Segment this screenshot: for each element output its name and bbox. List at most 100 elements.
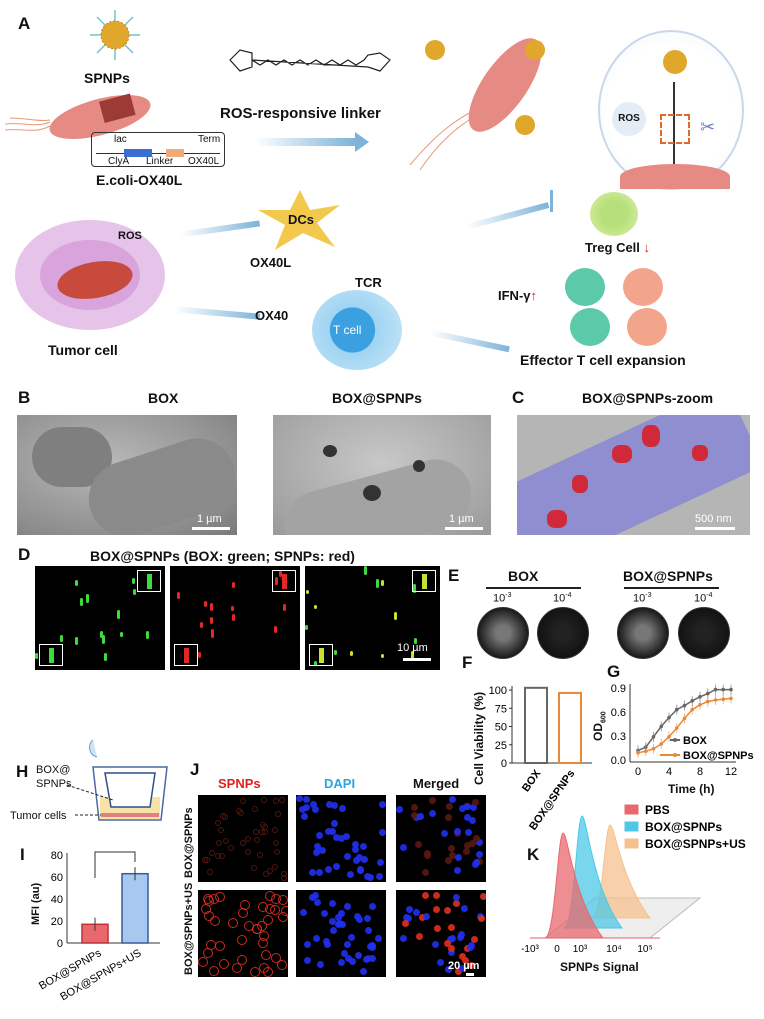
cell-signal: [443, 939, 451, 947]
cell-signal: [379, 801, 386, 809]
cell-signal: [471, 860, 479, 868]
cell-signal: [341, 950, 349, 958]
bacterium-spot: [117, 610, 121, 620]
dilution-label: 10-3: [633, 592, 651, 605]
tcr-label: TCR: [355, 275, 382, 290]
i-ytick-label: 0: [57, 938, 63, 950]
inset-box: [272, 570, 296, 592]
g-xtick-label: 12: [725, 766, 737, 778]
inset-box: [412, 570, 436, 592]
k-xtick-label: 0: [554, 944, 560, 955]
ros-bubble: ROS: [612, 102, 646, 136]
cell-signal: [346, 870, 354, 878]
cell-signal: [339, 920, 347, 928]
g-point: [690, 707, 695, 712]
cell-signal: [275, 810, 282, 817]
j-scale-bar-label: 20 µm: [448, 960, 480, 972]
cell-signal: [312, 805, 320, 813]
bacterium-spot: [413, 583, 416, 593]
gene-construct-box: lac Term ClyA Linker OX40L: [91, 132, 225, 167]
cell-signal: [432, 905, 440, 913]
cell-signal: [357, 865, 365, 873]
cell-signal: [421, 892, 429, 900]
bacterium-spot: [86, 594, 90, 603]
scale-bar-label: 10 µm: [397, 642, 428, 654]
cell-signal: [329, 926, 337, 934]
cell-signal: [217, 827, 224, 834]
panel-label-d: D: [18, 545, 31, 564]
cell-signal: [337, 909, 345, 917]
f-ytick-label: 0: [501, 758, 507, 770]
cell-signal: [366, 874, 374, 882]
bacterium-spot: [380, 579, 384, 586]
g-point: [729, 687, 733, 692]
k-xlabel: SPNPs Signal: [560, 960, 639, 974]
cell-signal: [448, 935, 456, 943]
cell-signal: [472, 799, 480, 807]
dilution-label: 10-4: [694, 592, 712, 605]
g-point: [682, 716, 687, 721]
panel-label-a: A: [18, 14, 31, 33]
h-sample-label-2: SPNPs: [36, 778, 72, 790]
panel-label-b: B: [18, 388, 31, 407]
bacterium-spot: [101, 635, 105, 644]
cell-signal: [256, 852, 263, 859]
g-point: [636, 751, 640, 755]
g-point: [659, 724, 664, 729]
g-point: [713, 698, 718, 702]
confocal-image: [296, 795, 386, 882]
cell-signal: [351, 840, 359, 848]
bacterium-spot: [279, 571, 283, 578]
cell-signal: [476, 838, 484, 846]
colony-plate: [537, 607, 589, 659]
dilution-exp: -3: [505, 592, 512, 599]
cell-signal: [376, 873, 384, 880]
t-cell-illustration: [312, 290, 402, 370]
bacterium-spot: [35, 653, 38, 659]
cell-signal: [239, 899, 250, 910]
g-ytick-label: 0.6: [611, 707, 626, 719]
cell-signal: [324, 865, 332, 873]
cell-signal: [454, 827, 462, 835]
cell-signal: [315, 868, 323, 876]
tumor-cell-label: Tumor cell: [48, 342, 118, 358]
cell-signal: [209, 915, 220, 926]
confocal-image: [296, 890, 386, 977]
dilution-base: 10: [694, 592, 707, 605]
cell-signal: [278, 797, 285, 804]
panel-label-e: E: [448, 566, 460, 585]
cell-signal: [469, 804, 477, 812]
cell-signal: [270, 953, 281, 964]
cell-signal: [362, 956, 370, 964]
cell-signal: [239, 797, 246, 804]
fluorescence-image-green: [35, 566, 165, 670]
bacterium-spot: [305, 624, 309, 630]
cell-signal: [359, 967, 367, 975]
k-legend-label: BOX@SPNPs+US: [645, 837, 746, 851]
t-cell-label: T cell: [333, 323, 362, 337]
cell-signal: [261, 823, 268, 830]
cell-signal: [344, 954, 352, 962]
cell-signal: [214, 819, 221, 826]
bacterium-spot: [363, 566, 367, 575]
cell-signal: [245, 849, 252, 856]
g-legend-marker: [673, 738, 677, 742]
cell-signal: [355, 854, 363, 862]
cell-signal: [264, 890, 275, 901]
treg-label: Treg Cell ↓: [585, 240, 650, 255]
bacterium-spot: [104, 652, 108, 662]
cell-signal: [402, 919, 410, 927]
cell-signal: [478, 914, 485, 922]
cell-signal: [403, 914, 411, 922]
g-point: [651, 747, 656, 751]
cell-signal: [310, 801, 318, 809]
bacterium-spot: [119, 632, 123, 637]
cell-signal: [368, 903, 376, 911]
g-point: [729, 696, 733, 701]
cell-signal: [227, 917, 238, 928]
cell-signal: [326, 801, 334, 809]
panel-label-k: K: [527, 845, 540, 864]
dilution-base: 10: [633, 592, 646, 605]
cell-signal: [448, 796, 456, 804]
